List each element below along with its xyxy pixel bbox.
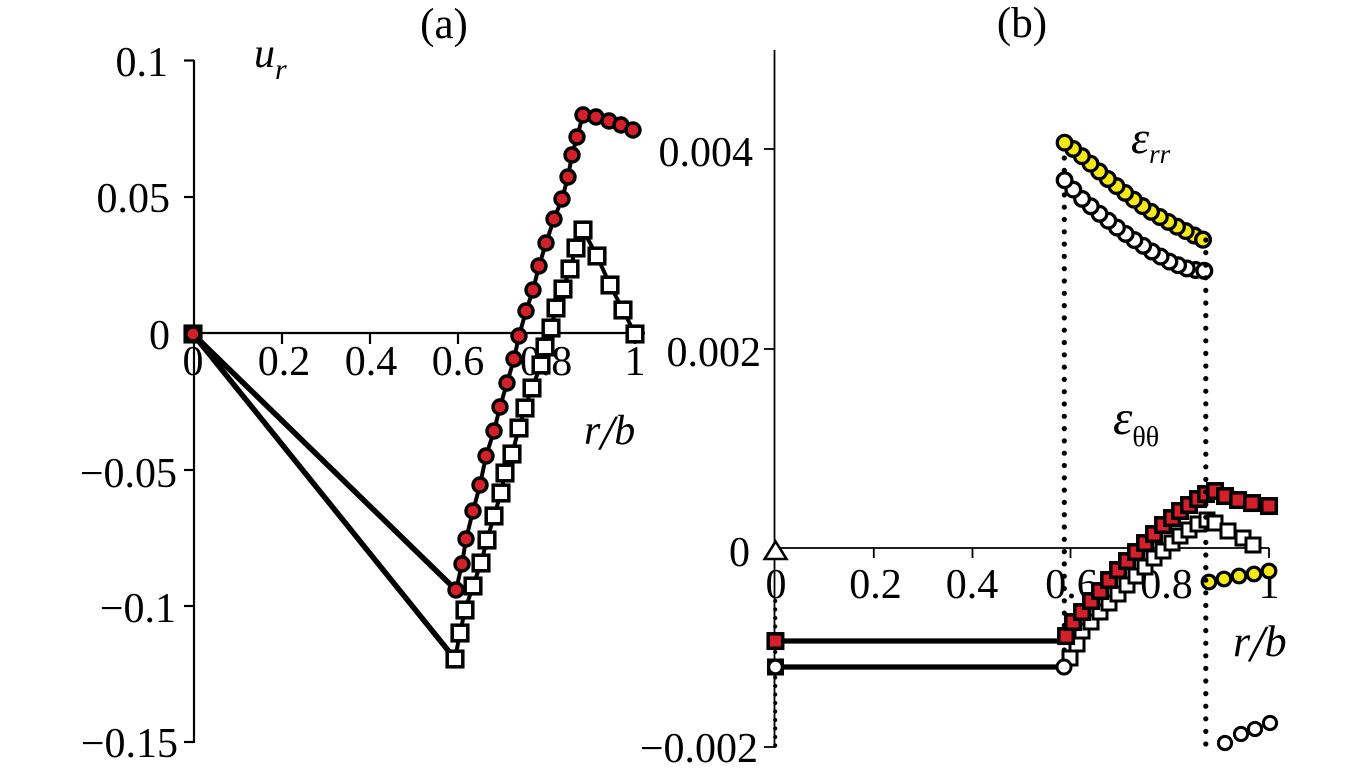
- svg-text:0: 0: [766, 562, 787, 608]
- svg-text:ur: ur: [254, 31, 287, 86]
- svg-text:0: 0: [149, 313, 170, 359]
- svg-text:−0.05: −0.05: [80, 451, 177, 497]
- svg-text:−0.002: −0.002: [640, 726, 758, 772]
- svg-text:0.002: 0.002: [667, 330, 762, 376]
- svg-text:0.2: 0.2: [849, 562, 902, 608]
- svg-text:εθθ: εθθ: [1113, 390, 1159, 453]
- svg-text:0: 0: [729, 530, 750, 576]
- svg-text:0.2: 0.2: [258, 339, 311, 385]
- svg-text:0.05: 0.05: [97, 176, 171, 222]
- svg-text:(b): (b): [997, 0, 1047, 47]
- svg-text:r/b: r/b: [1233, 616, 1287, 673]
- svg-text:0.1: 0.1: [116, 40, 169, 86]
- svg-text:−0.1: −0.1: [100, 586, 176, 632]
- svg-text:0.6: 0.6: [432, 339, 485, 385]
- svg-text:r/b: r/b: [584, 404, 635, 460]
- svg-text:0: 0: [183, 339, 204, 385]
- svg-text:0.4: 0.4: [345, 339, 398, 385]
- svg-text:−0.15: −0.15: [81, 721, 178, 767]
- svg-text:(a): (a): [420, 1, 468, 48]
- svg-text:0.4: 0.4: [946, 562, 999, 608]
- svg-text:0.004: 0.004: [659, 130, 754, 176]
- svg-text:1: 1: [625, 339, 646, 385]
- svg-text:εrr: εrr: [1131, 112, 1171, 169]
